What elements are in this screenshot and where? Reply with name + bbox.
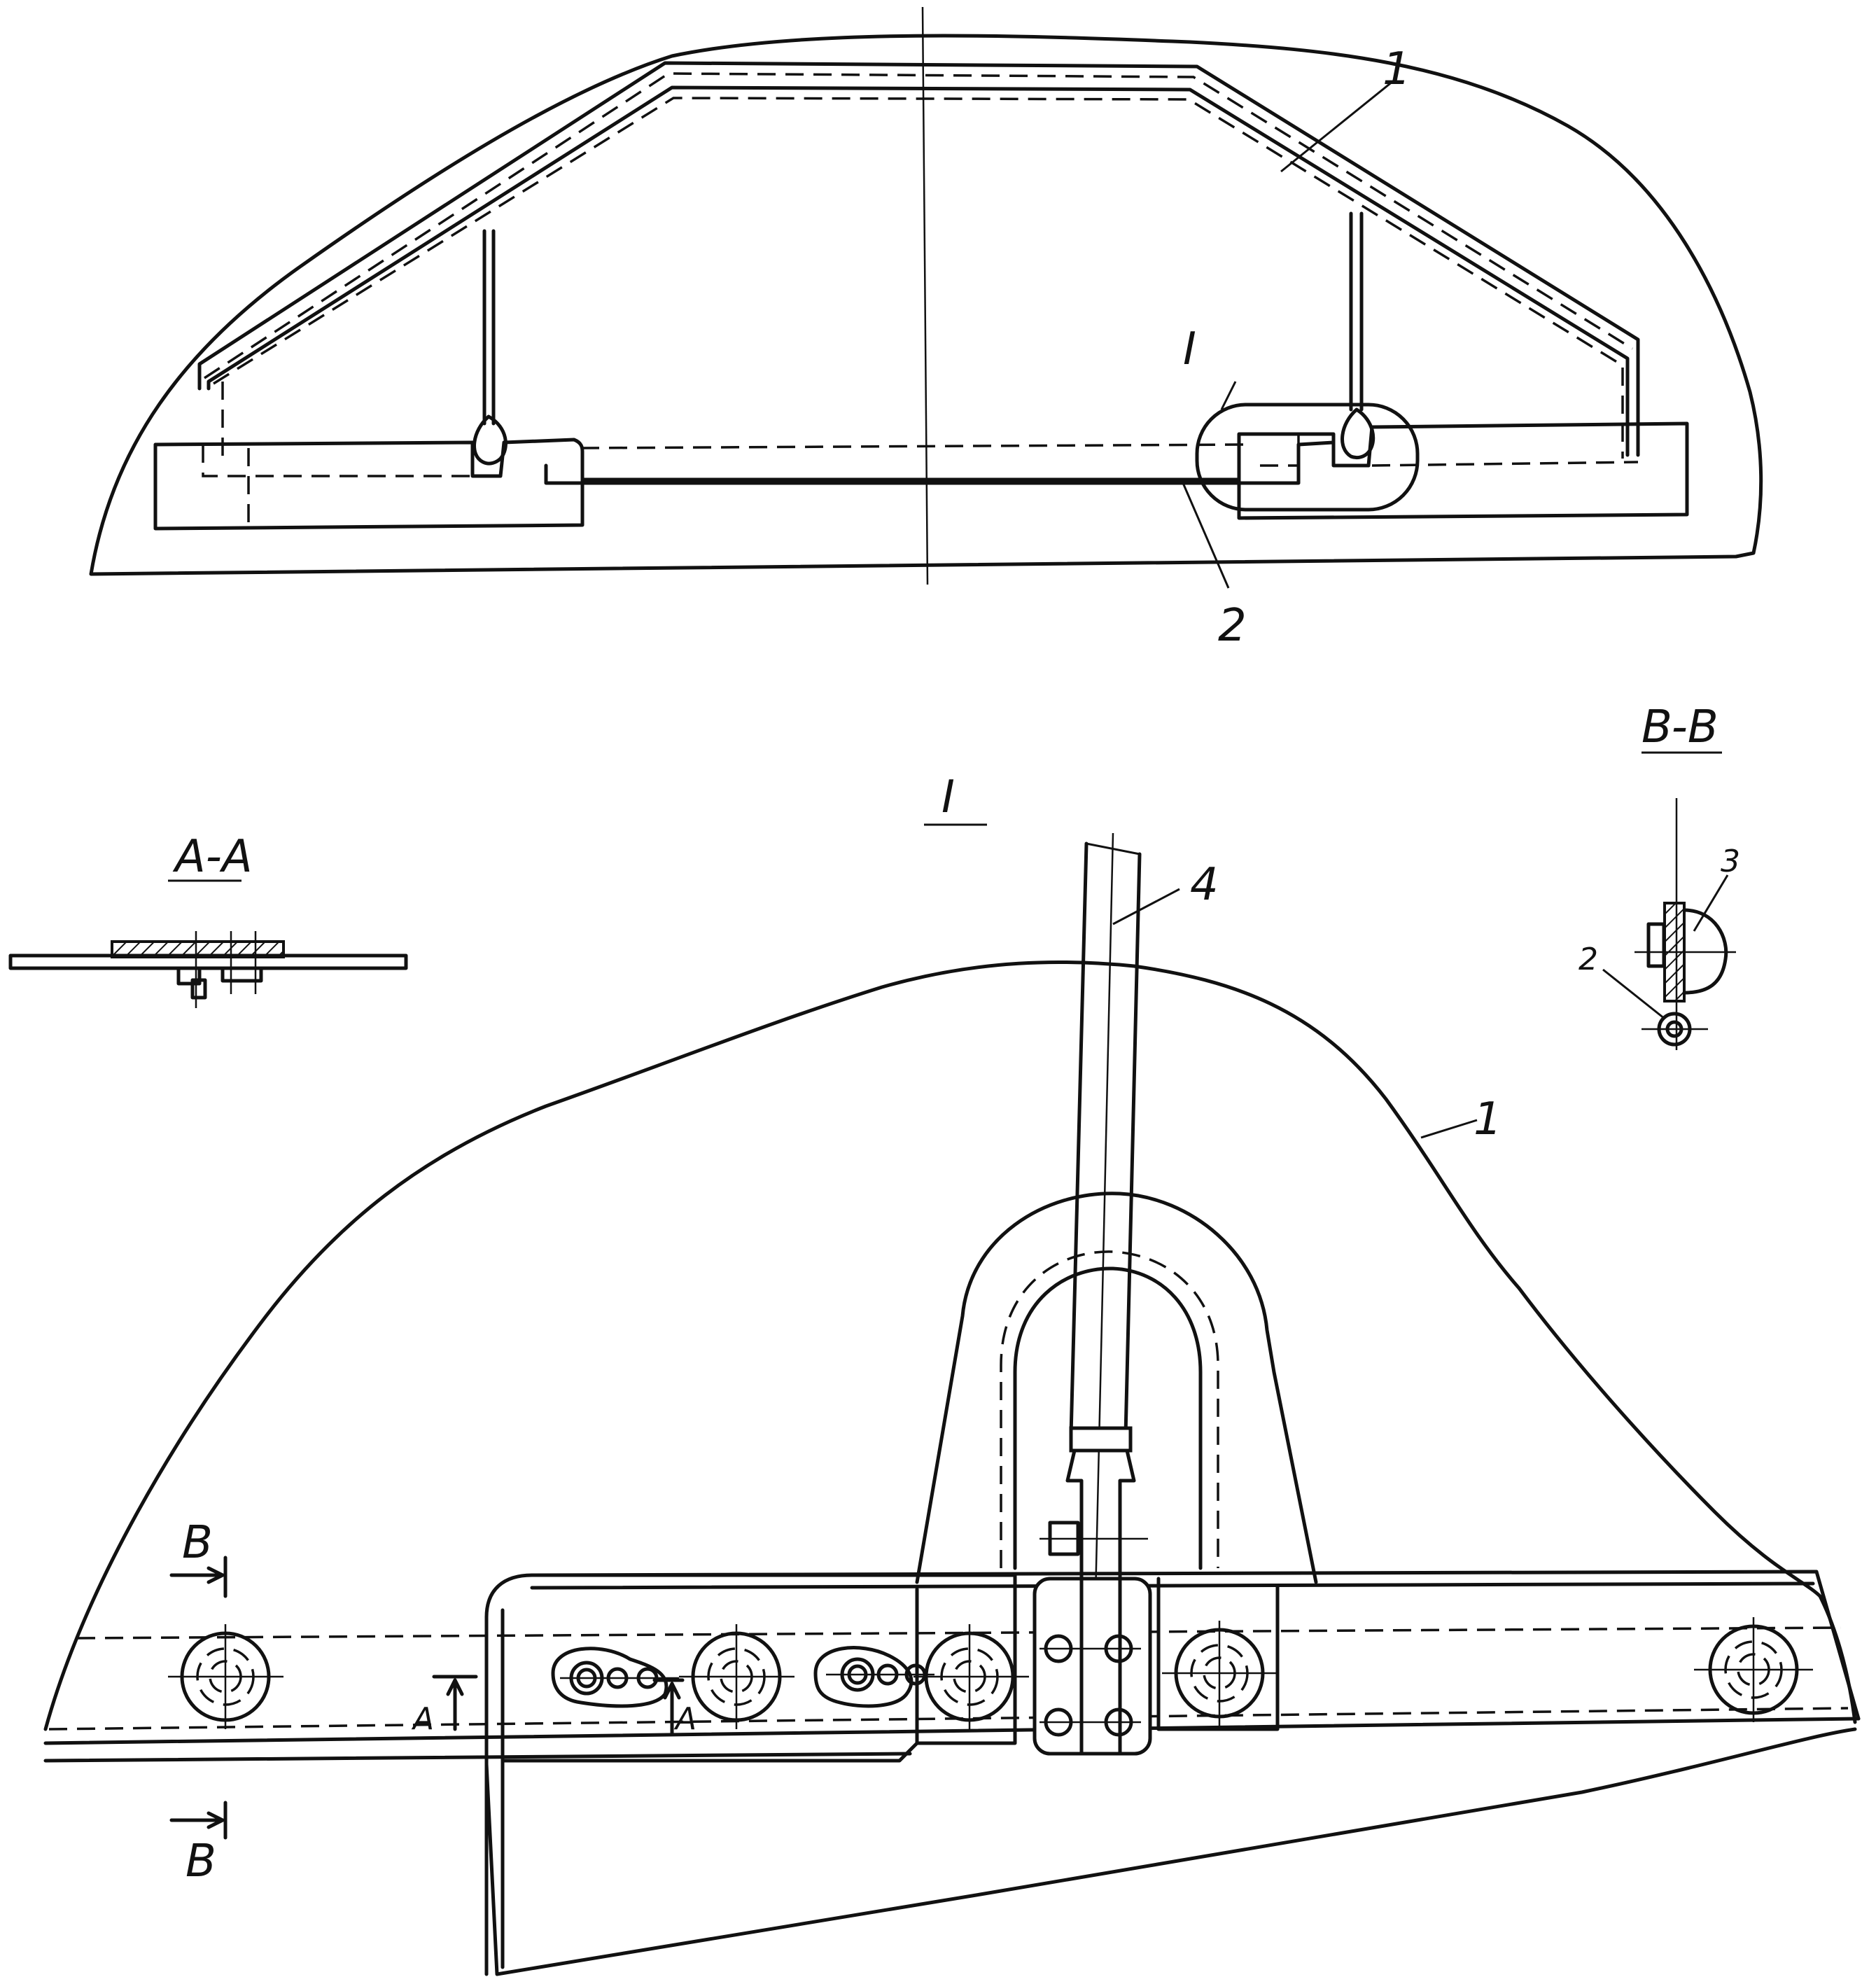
section-B-B: B-B 3 2: [1578, 701, 1740, 1050]
u-bracket-inner-dash: [1000, 1250, 1219, 1568]
strap-top-edge: [530, 1570, 1861, 1721]
rod-4-left-edge: [1069, 841, 1088, 1437]
slot-group-1: [551, 1647, 679, 1708]
top-right-rod-tip: [1340, 407, 1376, 460]
u-bracket-outer: [915, 1192, 1318, 1584]
rod-end-collar: [1069, 1426, 1133, 1453]
label-part-1-top: 1: [1382, 43, 1411, 95]
top-frame-outer: [197, 61, 1640, 457]
section-marker-B-top: B: [169, 1517, 227, 1598]
fastener-1: [168, 1624, 284, 1729]
top-base-bar-dash: [580, 443, 1247, 449]
label-part-2-top: 2: [1218, 600, 1247, 652]
svg-text:A: A: [411, 1701, 434, 1737]
detail-lower-break: [484, 1727, 1857, 1976]
leader-part-2-top: [1182, 482, 1230, 589]
section-A-A: A-A: [8, 831, 408, 1008]
top-view: I 1 2: [89, 6, 1763, 652]
top-right-bar-link: [1237, 440, 1336, 485]
section-marker-B-bottom: B: [169, 1801, 227, 1887]
section-A-A-bolt-1: [176, 966, 202, 986]
svg-text:A: A: [673, 1701, 696, 1737]
section-B-B-clamp-3: [1682, 908, 1728, 995]
top-base-bar-right-block: [1237, 421, 1689, 520]
svg-text:B: B: [182, 1517, 213, 1569]
fastener-3: [913, 1624, 1029, 1729]
section-A-A-bolt-2: [220, 966, 263, 983]
section-marker-A-left: A: [411, 1675, 478, 1737]
top-axis-line: [921, 6, 929, 585]
slot-group-2: [813, 1646, 934, 1708]
leader-part-2-BB: [1602, 968, 1665, 1020]
overlap-plate: [484, 1573, 1017, 1976]
label-section-A-A: A-A: [172, 831, 253, 883]
clamp-plate: [1032, 1577, 1152, 1756]
label-detail-I-title: I: [941, 771, 955, 823]
fastener-2: [679, 1624, 794, 1729]
right-block: [1156, 1577, 1280, 1731]
label-part-2-BB: 2: [1578, 942, 1598, 977]
strap-lower-edge: [43, 1717, 1861, 1745]
strap-top-edge-inner: [530, 1581, 1815, 1590]
section-marker-A-right: A: [652, 1678, 696, 1737]
label-part-4: 4: [1190, 859, 1219, 911]
top-base-bar: [544, 463, 1241, 485]
top-left-rod-tip: [472, 414, 507, 466]
leader-part-1-top: [1280, 77, 1397, 173]
leader-part-1-detail: [1420, 1119, 1478, 1139]
label-part-1-detail: 1: [1474, 1094, 1502, 1145]
rod-4-right-edge: [1124, 852, 1142, 1437]
top-right-inner-dash: [1260, 434, 1639, 467]
fastener-5: [1694, 1617, 1813, 1722]
top-left-inner-dash: [202, 445, 472, 477]
label-part-3-BB: 3: [1721, 844, 1740, 879]
label-detail-I-top: I: [1183, 323, 1196, 375]
label-section-B-B: B-B: [1642, 701, 1718, 753]
detail-I-view: I 4: [43, 771, 1861, 1976]
leader-part-3-BB: [1693, 874, 1729, 932]
strap-lower-edge-inner: [43, 1752, 912, 1763]
fastener-4: [1162, 1621, 1278, 1726]
top-base-bar-left-block: [153, 438, 584, 531]
section-B-B-bolt: [1646, 922, 1666, 968]
detail-I-callout: [1195, 403, 1420, 512]
u-bracket-inner: [1013, 1266, 1203, 1570]
top-frame-dash-2: [213, 97, 1623, 385]
section-A-A-nut: [190, 978, 207, 1000]
top-frame-dash-1: [204, 72, 1633, 379]
detail-I-leader: [1220, 381, 1237, 410]
svg-text:B: B: [186, 1836, 216, 1887]
strap-dash-bottom: [48, 1707, 1849, 1731]
detail-break-outline: [43, 960, 1857, 1731]
section-A-A-hatch: [111, 940, 285, 958]
leader-part-4: [1112, 888, 1180, 925]
top-frame-inner: [206, 85, 1630, 457]
